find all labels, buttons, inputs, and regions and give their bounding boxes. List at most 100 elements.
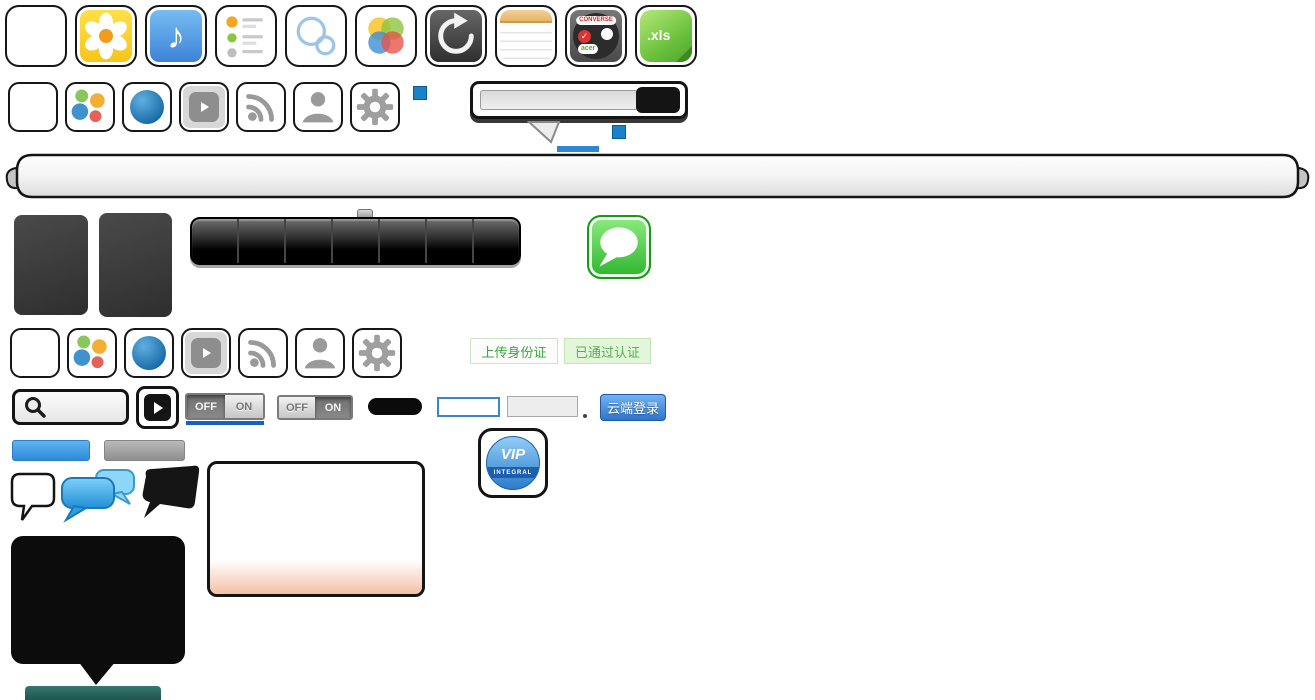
toolbar-segment[interactable] (474, 219, 519, 263)
chat-bubble-icon (599, 227, 638, 267)
icon-play[interactable] (181, 328, 231, 378)
toggle2-off-button[interactable]: OFF (279, 397, 315, 418)
dark-card-1 (14, 215, 88, 315)
search-input[interactable] (480, 90, 638, 110)
black-speech-bubble-large (11, 536, 185, 685)
toggle-switch-2: OFF ON (277, 395, 353, 420)
toolbar-segment[interactable] (380, 219, 427, 263)
play-button-icon (191, 338, 221, 368)
color-circles-icon (368, 17, 404, 54)
ribbon-banner (5, 153, 1310, 199)
person-icon (302, 92, 334, 123)
blue-strip (557, 146, 599, 152)
period-dot (583, 414, 587, 418)
double-circles-icon (296, 16, 336, 56)
icon-blue-sphere[interactable] (124, 328, 174, 378)
icon-blank-tile[interactable] (8, 82, 58, 132)
tooltip-tail (527, 121, 561, 144)
icon-rss[interactable] (238, 328, 288, 378)
music-note-icon: ♪ (167, 15, 185, 56)
toggle-switch-1: OFF ON (185, 393, 265, 420)
blue-chat-bubbles (61, 469, 135, 523)
blue-sphere-icon (132, 336, 166, 370)
person-icon (304, 338, 336, 369)
blue-button[interactable] (12, 440, 90, 461)
brand-collage-icon: CONVERSE ✓ acer (573, 13, 619, 59)
toggle1-on-button[interactable]: ON (225, 395, 263, 418)
rss-icon (248, 340, 276, 368)
app-icon-flower[interactable] (75, 5, 137, 67)
icon-gear[interactable] (350, 82, 400, 132)
vip-subtitle: INTEGRAL (487, 467, 539, 478)
gear-icon (356, 88, 394, 126)
text-input-focused[interactable] (437, 397, 500, 417)
black-toolbar (190, 217, 521, 265)
arrow-inner (144, 394, 171, 421)
cloud-login-label: 云端登录 (606, 401, 659, 416)
app-icon-blank[interactable] (5, 5, 67, 67)
color-dots-icon (73, 335, 107, 369)
gear-icon (358, 334, 396, 372)
gray-button[interactable] (104, 440, 185, 461)
app-icon-sync[interactable] (425, 5, 487, 67)
search-bar (470, 81, 688, 119)
app-icon-circles[interactable] (285, 5, 347, 67)
black-speech-bubble-small (142, 465, 200, 518)
icon-contact[interactable] (295, 328, 345, 378)
next-arrow-button[interactable] (136, 386, 179, 429)
upload-id-label: 上传身份证 (481, 344, 547, 360)
brand-label-converse: CONVERSE (576, 16, 616, 25)
icon-rss[interactable] (236, 82, 286, 132)
text-input[interactable] (507, 396, 578, 417)
toggle-underline (186, 421, 264, 425)
blue-sphere-icon (130, 90, 164, 124)
blue-square-swatch (413, 86, 427, 100)
icon-gear[interactable] (352, 328, 402, 378)
toolbar-segment[interactable] (286, 219, 333, 263)
vip-title: VIP (500, 446, 526, 463)
blue-square-swatch-2 (612, 125, 626, 139)
toolbar-segment[interactable] (192, 219, 239, 263)
play-button-icon (189, 92, 219, 122)
icon-play[interactable] (179, 82, 229, 132)
cloud-login-button[interactable]: 云端登录 (600, 394, 666, 421)
dark-card-2 (99, 213, 172, 317)
verified-badge[interactable]: 已通过认证 (564, 338, 651, 364)
toggle1-off-button[interactable]: OFF (187, 395, 225, 418)
icon-color-dots[interactable] (65, 82, 115, 132)
white-speech-bubble (10, 472, 56, 521)
toggle2-on-button[interactable]: ON (315, 397, 351, 418)
nike-swoosh-icon: ✓ (578, 30, 591, 43)
teal-bar-fragment (25, 686, 161, 700)
vip-circle: VIP INTEGRAL (486, 436, 540, 490)
small-search-input[interactable] (12, 389, 129, 425)
xls-fold (676, 46, 692, 62)
toolbar-segment[interactable] (239, 219, 286, 263)
flower-icon (85, 12, 127, 60)
play-arrow-icon (153, 401, 163, 414)
verified-label: 已通过认证 (574, 344, 640, 360)
icon-contact[interactable] (293, 82, 343, 132)
app-icon-list[interactable] (215, 5, 277, 67)
icon-blue-sphere[interactable] (122, 82, 172, 132)
icon-blank-tile[interactable] (10, 328, 60, 378)
popup-panel (207, 461, 425, 597)
toolbar-segment[interactable] (333, 219, 380, 263)
app-icon-music[interactable]: ♪ (145, 5, 207, 67)
app-icon-brands[interactable]: CONVERSE ✓ acer (565, 5, 627, 67)
search-button[interactable] (636, 87, 680, 113)
magnifier-icon (25, 397, 46, 418)
app-icon-xls[interactable]: .xls (635, 5, 697, 67)
icon-color-dots[interactable] (67, 328, 117, 378)
upload-id-button[interactable]: 上传身份证 (470, 338, 558, 364)
vip-badge[interactable]: VIP INTEGRAL (478, 428, 548, 498)
xls-label: .xls (647, 27, 671, 43)
bullet-list-icon (226, 16, 263, 58)
app-icon-messages[interactable] (587, 215, 651, 279)
toolbar-segment[interactable] (427, 219, 474, 263)
app-icon-notepad[interactable] (495, 5, 557, 67)
notepad-header (500, 10, 552, 23)
brand-dot (601, 28, 613, 40)
app-icon-color-circles[interactable] (355, 5, 417, 67)
